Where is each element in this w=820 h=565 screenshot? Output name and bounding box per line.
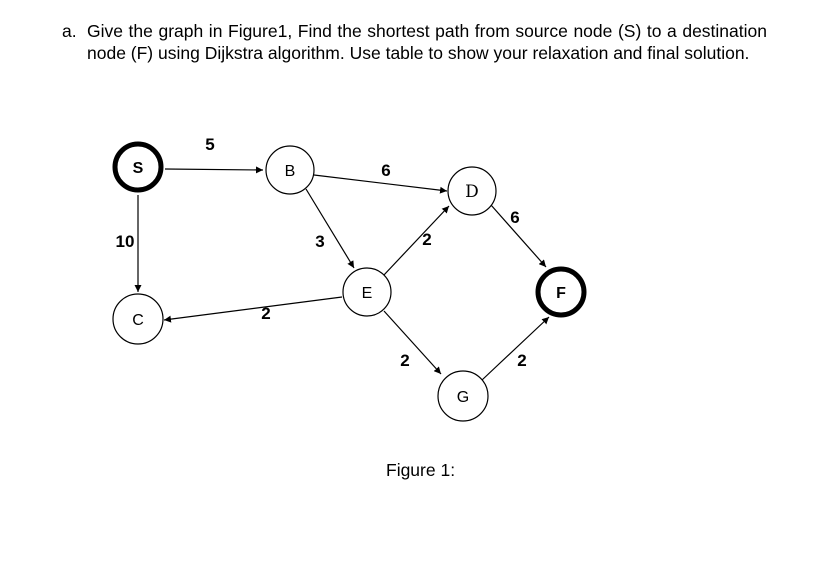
node-c-label: C	[132, 312, 144, 329]
weight-d-f: 6	[510, 208, 519, 227]
node-b-label: B	[285, 163, 296, 180]
node-d: D	[447, 166, 497, 216]
question-text-block: a. Give the graph in Figure1, Find the s…	[62, 20, 767, 64]
edge-s-b	[164, 166, 264, 174]
edge-weights: 5 10 6 3 2 2 2 6 2	[116, 135, 527, 370]
weight-e-g: 2	[400, 351, 409, 370]
node-d-label: D	[465, 182, 479, 202]
weight-e-d: 2	[422, 230, 431, 249]
edge-d-f	[490, 204, 547, 268]
node-s: S	[112, 141, 164, 193]
weight-e-c: 2	[261, 304, 270, 323]
node-f-label: F	[556, 285, 566, 302]
edge-e-d	[382, 205, 450, 277]
weight-b-d: 6	[381, 161, 390, 180]
edge-g-f	[481, 316, 550, 381]
node-c: C	[112, 293, 164, 345]
graph-edges	[134, 166, 550, 381]
weight-b-e: 3	[315, 232, 324, 251]
question-marker: a.	[62, 21, 77, 41]
figure-caption: Figure 1:	[386, 460, 456, 480]
weight-g-f: 2	[517, 351, 526, 370]
weight-s-c: 10	[116, 232, 135, 251]
node-e-label: E	[362, 285, 373, 302]
weight-s-b: 5	[205, 135, 214, 154]
node-b: B	[265, 145, 315, 195]
node-g-label: G	[457, 389, 469, 406]
node-g: G	[437, 370, 489, 422]
edge-e-g	[383, 310, 442, 375]
node-f: F	[535, 266, 587, 318]
edge-e-c	[163, 296, 343, 323]
node-s-label: S	[133, 160, 144, 177]
question-text: Give the graph in Figure1, Find the shor…	[87, 21, 767, 63]
node-e: E	[342, 267, 392, 317]
edge-b-d	[313, 174, 448, 194]
edge-b-e	[305, 188, 355, 269]
